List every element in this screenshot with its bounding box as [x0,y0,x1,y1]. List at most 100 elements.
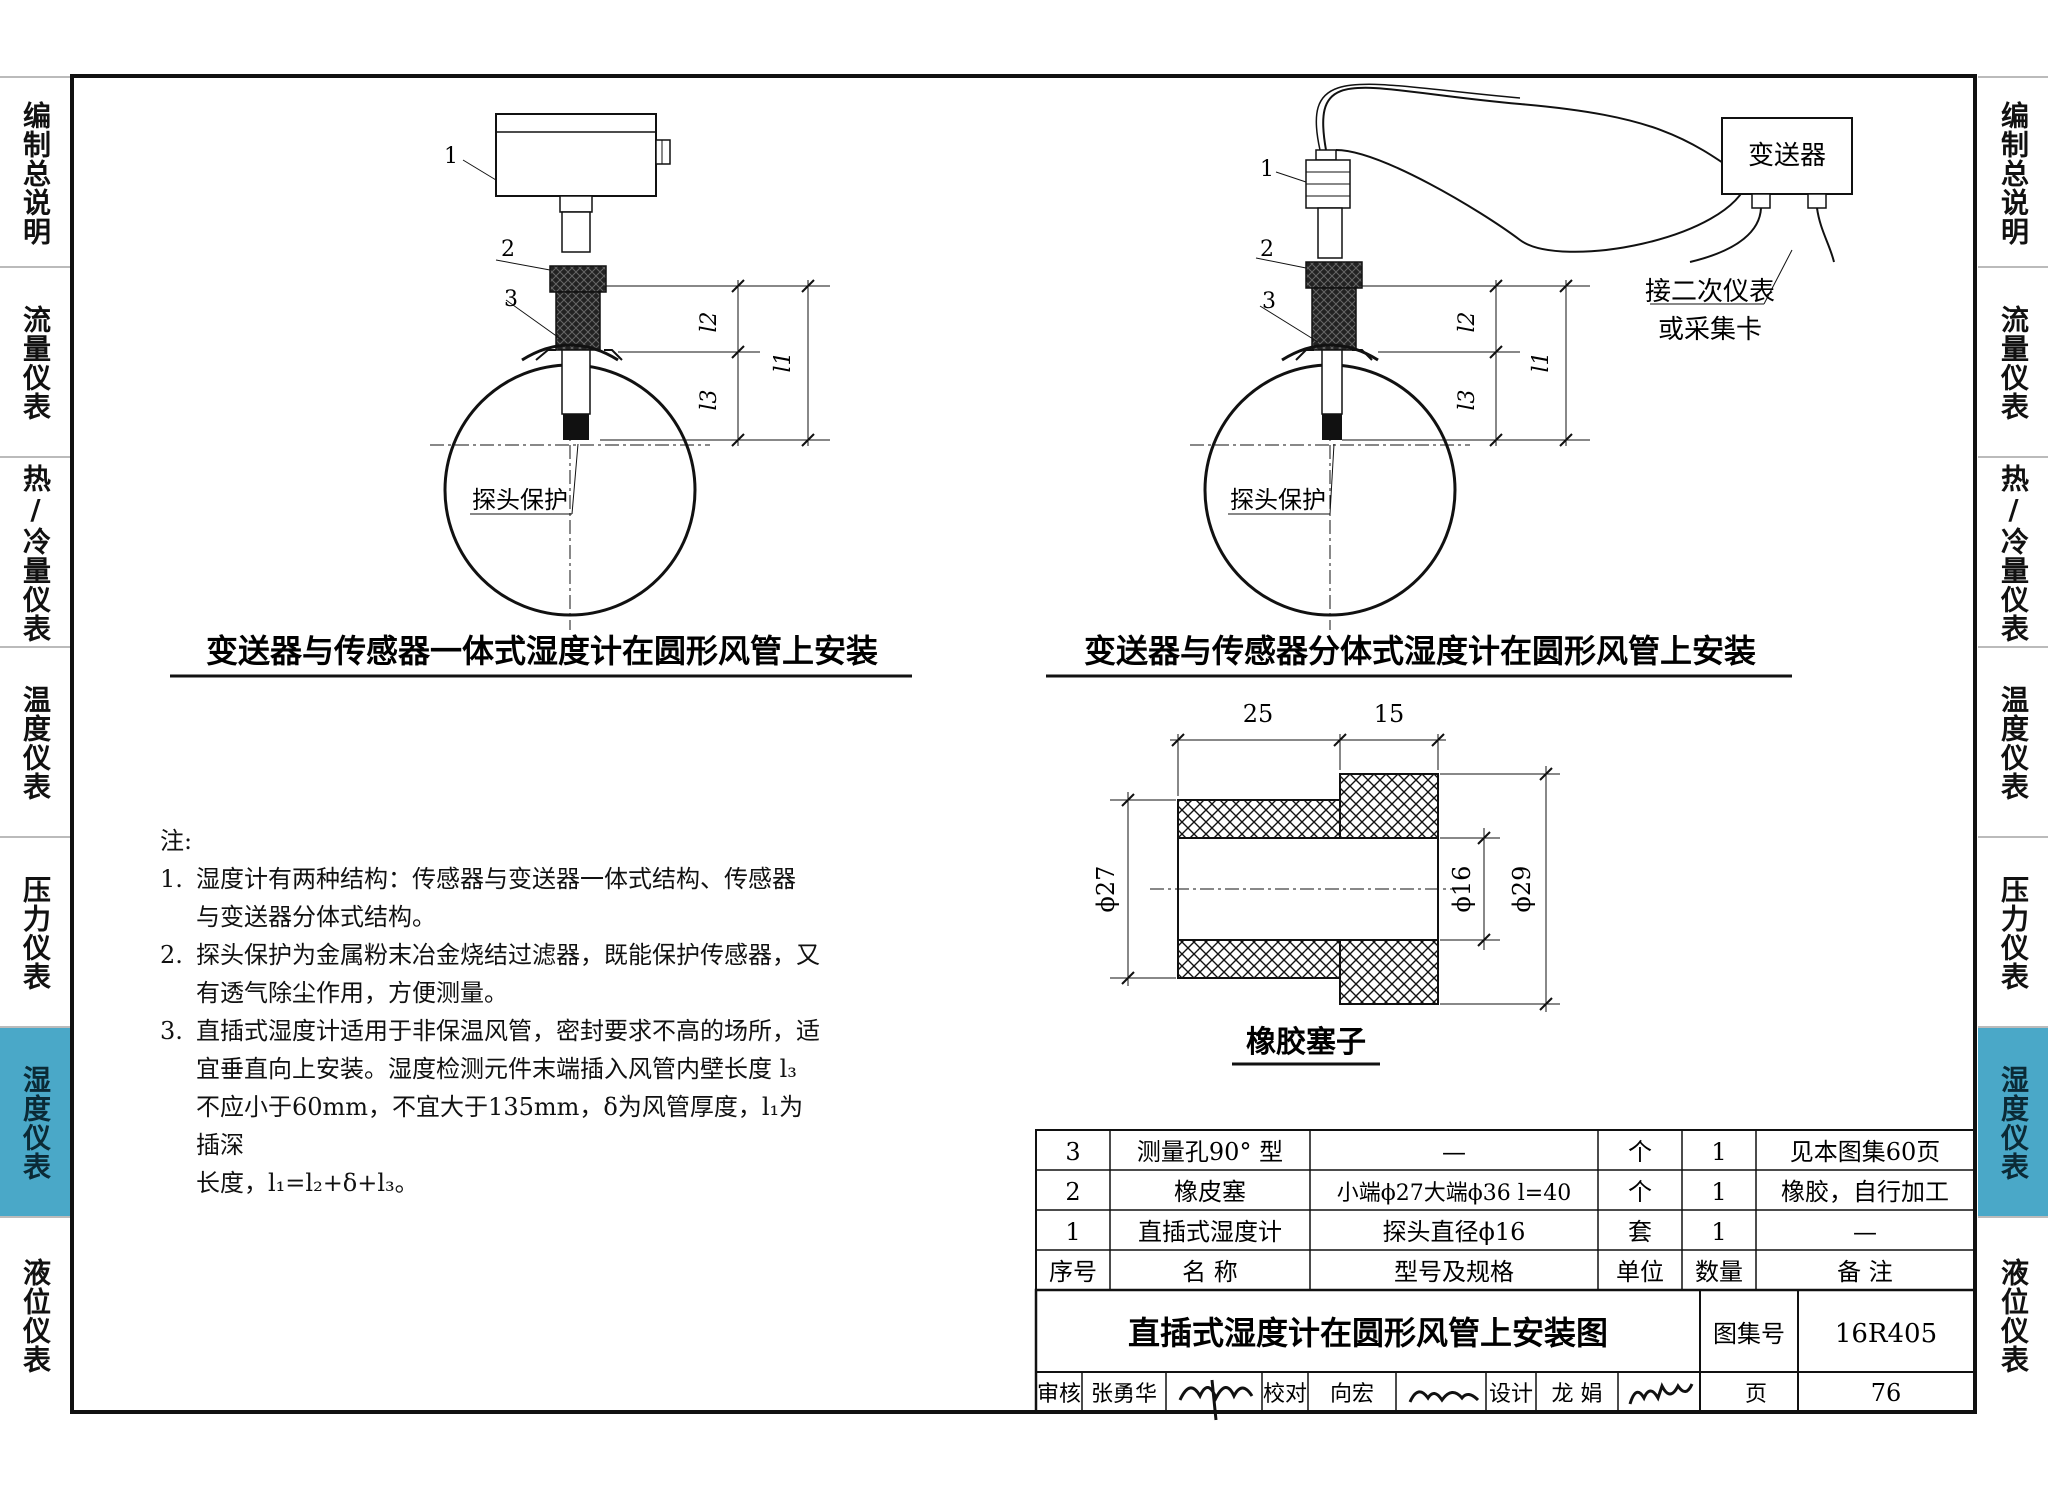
checker-signature [1408,1390,1480,1403]
left-dim-l3: l3 [697,389,722,410]
right-side-tab[interactable]: 热/冷量仪表 [1978,456,2048,648]
right-side-tab[interactable]: 编制总说明 [1978,76,2048,268]
right-side-tab[interactable]: 流量仪表 [1978,266,2048,458]
hdr-note: 备 注 [1837,1258,1893,1286]
note-body: 湿度计有两种结构：传感器与变送器一体式结构、传感器与变送器分体式结构。 [196,860,796,936]
remote-transmitter-box [1721,117,1853,195]
title-block: 直插式湿度计在圆形风管上安装图 图集号 16R405 审核 张勇华 校对 向宏 … [1034,1288,1977,1421]
drawing-title: 直插式湿度计在圆形风管上安装图 [1128,1314,1608,1352]
notes-list: 1.湿度计有两种结构：传感器与变送器一体式结构、传感器与变送器分体式结构。 2. 探… [160,860,820,1202]
sensor-cable [1322,86,1750,253]
hdr-spec: 型号及规格 [1394,1258,1514,1286]
row3-qty: 1 [1711,1218,1726,1246]
right-side-tab[interactable]: 液位仪表 [1978,1216,2048,1414]
review-label: 审核 [1037,1382,1081,1407]
row3-note: — [1853,1218,1877,1246]
row3-no: 1 [1065,1218,1080,1246]
plug-title: 橡胶塞子 [1246,1025,1366,1060]
left-nut [549,265,607,293]
left-side-tab[interactable]: 液位仪表 [0,1216,70,1414]
right-probe-protection [1322,414,1342,440]
left-figure: 1 2 3 l2 l3 l1 探头保护 变送器与传感器一体式湿度计在圆形风管上安… [170,113,912,678]
design-label: 设计 [1489,1382,1533,1407]
row2-unit: 个 [1628,1178,1652,1206]
hdr-unit: 单位 [1616,1258,1664,1286]
right-probe-label: 探头保护 [1230,486,1326,514]
note-number: 3. [160,1017,183,1045]
row2-note: 橡胶，自行加工 [1781,1178,1949,1206]
left-figure-title: 变送器与传感器一体式湿度计在圆形风管上安装 [206,632,878,670]
row2-spec: 小端ϕ27大端ϕ36 l=40 [1337,1181,1571,1206]
note-line: 有透气除尘作用，方便测量。 [196,979,508,1007]
designer-name: 龙 娟 [1552,1382,1603,1407]
note-line: 湿度计有两种结构：传感器与变送器一体式结构、传感器 [196,865,796,893]
left-side-tab[interactable]: 压力仪表 [0,836,70,1028]
left-probe-protection [563,414,589,440]
left-plug [555,291,601,351]
row3-name: 直插式湿度计 [1138,1218,1282,1246]
note-number: 2. [160,941,183,969]
left-transmitter-box [495,113,657,197]
note-line: 不应小于60mm，不宜大于135mm，δ为风管厚度，l₁为插深 [196,1093,804,1159]
row2-qty: 1 [1711,1178,1726,1206]
plug-figure: 25 15 ϕ27 ϕ16 ϕ29 橡胶塞子 [1092,700,1560,1066]
notes: 注: 1.湿度计有两种结构：传感器与变送器一体式结构、传感器与变送器分体式结构。… [160,822,820,1202]
left-side-tab[interactable]: 热/冷量仪表 [0,456,70,648]
left-dim-l1: l1 [771,351,796,372]
right-figure: 变送器 接二次仪表 或采集卡 1 2 3 l2 l3 l1 探头保护 变送器与传… [1046,83,1853,678]
right-side-tab[interactable]: 湿度仪表 [1978,1026,2048,1218]
parts-table: 3 测量孔90° 型 — 个 1 见本图集60页 2 橡皮塞 小端ϕ27大端ϕ3… [1035,1129,1976,1291]
reviewer-name: 张勇华 [1091,1382,1157,1407]
note-item: 3. 直插式湿度计适用于非保温风管，密封要求不高的场所，适宜垂直向上安装。湿度检测… [160,1012,820,1202]
page-number: 76 [1871,1379,1902,1407]
right-callout-2: 2 [1260,237,1274,262]
left-side-tab[interactable]: 温度仪表 [0,646,70,838]
left-callout-1: 1 [444,144,458,169]
connect-label-2: 或采集卡 [1658,315,1762,345]
plug-dim-15: 15 [1374,700,1405,728]
left-side-tab[interactable]: 编制总说明 [0,76,70,268]
right-nut [1305,261,1363,289]
hdr-qty: 数量 [1695,1258,1743,1286]
right-dim-l3: l3 [1455,389,1480,410]
row3-spec: 探头直径ϕ16 [1383,1218,1526,1246]
right-figure-title: 变送器与传感器分体式湿度计在圆形风管上安装 [1084,632,1756,670]
plug-dim-25: 25 [1243,700,1274,728]
transmitter-label: 变送器 [1748,141,1826,171]
row1-spec: — [1442,1138,1466,1166]
left-callout-2: 2 [501,237,515,262]
note-line: 直插式湿度计适用于非保温风管，密封要求不高的场所，适 [196,1017,820,1045]
right-side-tab[interactable]: 压力仪表 [1978,836,2048,1028]
left-side-tab[interactable]: 流量仪表 [0,266,70,458]
note-line: 与变送器分体式结构。 [196,903,436,931]
page-label: 页 [1745,1382,1767,1407]
row2-no: 2 [1065,1178,1080,1206]
left-dim-l2: l2 [697,311,722,332]
outer-frame [70,74,1977,1414]
note-line: 宜垂直向上安装。湿度检测元件末端插入风管内壁长度 l₃ [196,1055,797,1083]
note-line: 探头保护为金属粉末冶金烧结过滤器，既能保护传感器，又 [196,941,820,969]
note-line: 长度，l₁=l₂+δ+l₃。 [196,1169,419,1197]
row1-unit: 个 [1628,1138,1652,1166]
designer-signature [1628,1382,1694,1405]
row1-name: 测量孔90° 型 [1137,1138,1283,1166]
right-side-tab[interactable]: 温度仪表 [1978,646,2048,838]
row2-name: 橡皮塞 [1174,1178,1246,1206]
row1-no: 3 [1065,1138,1080,1166]
row1-qty: 1 [1711,1138,1726,1166]
right-plug [1311,287,1357,351]
left-side-tab[interactable]: 湿度仪表 [0,1026,70,1218]
row3-unit: 套 [1628,1218,1652,1246]
note-item: 1.湿度计有两种结构：传感器与变送器一体式结构、传感器与变送器分体式结构。 [160,860,820,936]
hdr-name: 名 称 [1182,1258,1238,1286]
plug-dim-phi29: ϕ29 [1508,866,1536,913]
row1-note: 见本图集60页 [1790,1138,1941,1166]
notes-heading: 注: [160,827,193,855]
plug-dim-phi16: ϕ16 [1448,866,1476,913]
connect-label-1: 接二次仪表 [1645,277,1775,307]
reviewer-signature [1178,1379,1254,1421]
check-label: 校对 [1263,1382,1307,1407]
atlas-label: 图集号 [1713,1320,1785,1348]
note-body: 探头保护为金属粉末冶金烧结过滤器，既能保护传感器，又有透气除尘作用，方便测量。 [196,936,820,1012]
